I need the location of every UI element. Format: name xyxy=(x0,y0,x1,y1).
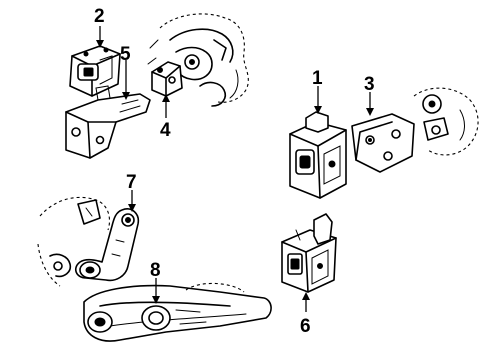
callout-8: 8 xyxy=(150,260,161,281)
transmission-housing-context xyxy=(413,87,479,156)
part-1-engine-mount xyxy=(289,111,347,199)
callout-1: 1 xyxy=(312,68,323,89)
part-3-plate-bracket xyxy=(351,113,415,173)
part-7-arm-link xyxy=(74,208,140,282)
engine-block-context xyxy=(147,13,249,107)
part-2-mount-cushion xyxy=(69,45,121,97)
callout-5: 5 xyxy=(120,44,131,65)
callout-4: 4 xyxy=(160,120,171,141)
part-6-lower-mount xyxy=(281,213,337,293)
part-8-crossmember xyxy=(83,282,272,342)
subframe-left-context xyxy=(37,196,111,287)
callout-2: 2 xyxy=(94,6,105,27)
part-5-bracket xyxy=(65,85,151,159)
part-4-small-bracket xyxy=(151,61,183,97)
callout-3: 3 xyxy=(364,74,375,95)
callout-7: 7 xyxy=(126,172,137,193)
callout-6: 6 xyxy=(300,316,311,337)
leader-lines xyxy=(96,26,374,312)
